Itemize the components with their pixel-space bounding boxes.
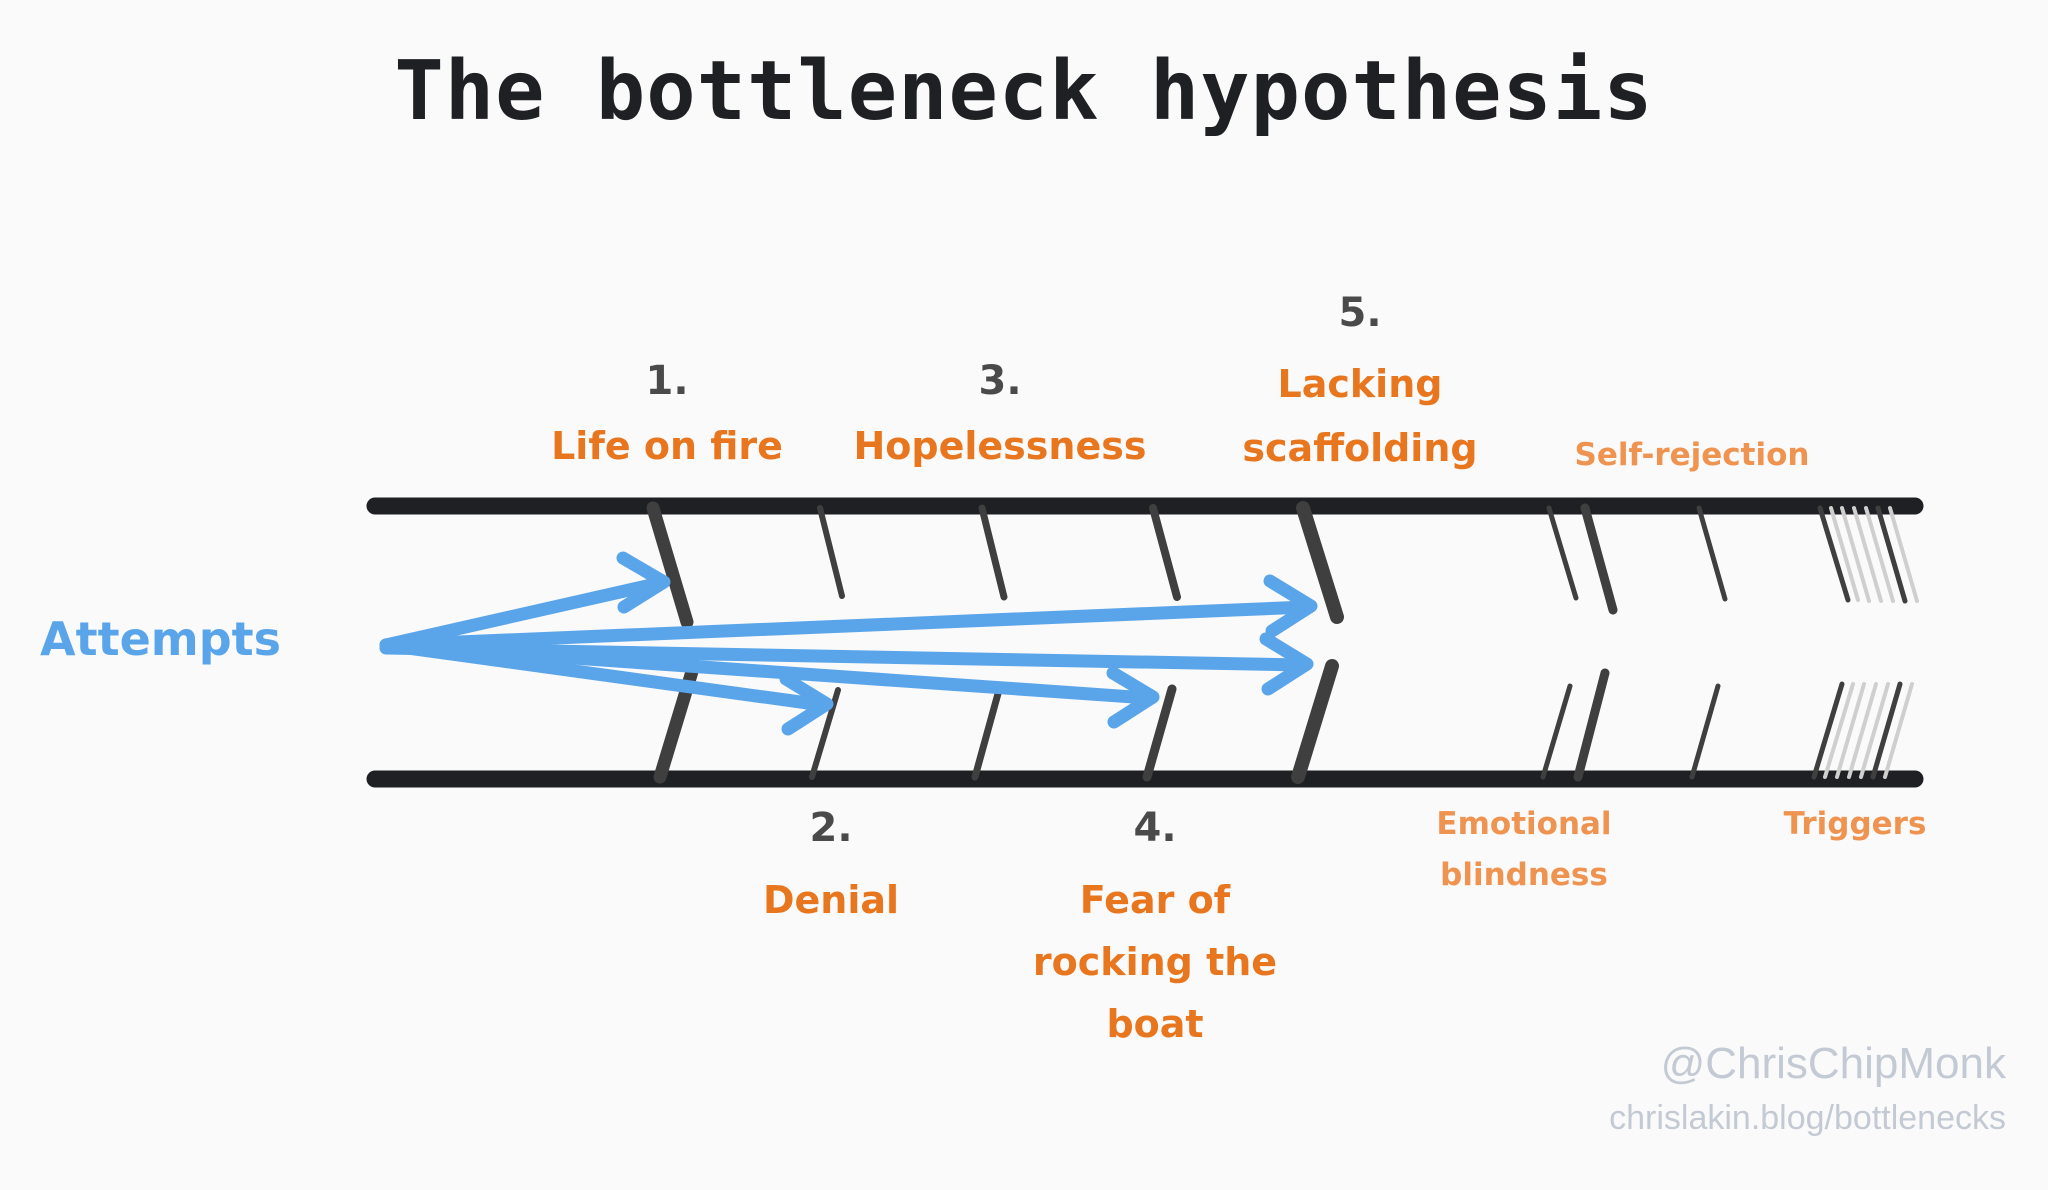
attempt-arrow-blocked-by-1 [379,551,671,652]
barrier-cluster-top-4 [1852,506,1883,603]
barrier-emotional-blindness-b [1573,668,1610,782]
barrier-self-rejection-a [1546,505,1579,601]
barrier-self-rejection-b [1580,503,1618,615]
barrier-4-fear-of-rocking-the-boat [971,686,1003,781]
barrier-3-hopelessness [978,504,1008,601]
channel-rails [366,497,1924,788]
barrier-cluster-bottom-1 [1811,681,1845,780]
barrier-cluster-top-5 [1864,506,1895,603]
barrier-cluster-bottom-3 [1835,682,1866,779]
barrier-cluster-bottom-6 [1870,681,1903,780]
barrier-minor-top-a [817,505,845,599]
barrier-cluster-bottom-2 [1823,682,1855,779]
barrier-cluster-bottom-7 [1883,682,1914,779]
barrier-5-lower-gate [1291,659,1339,784]
barrier-cluster-top-3 [1840,506,1871,603]
barrier-cluster-top-1 [1817,505,1851,603]
barrier-emotional-blindness-c [1689,683,1721,780]
barrier-minor-top-b [1149,504,1181,601]
attempt-arrow-blocked-by-5-lower [379,632,1314,696]
top-barriers [646,501,1919,629]
barrier-minor-bottom-b [1142,684,1177,782]
barrier-self-rejection-c [1696,505,1728,602]
barrier-emotional-blindness-a [1540,683,1573,780]
barrier-cluster-top-7 [1888,506,1919,603]
barrier-cluster-top-2 [1829,506,1860,602]
barrier-1-life-on-fire [646,501,694,629]
barrier-cluster-bottom-4 [1847,682,1878,779]
bottom-barriers [653,658,1914,784]
barrier-minor-bottom-a [809,687,841,780]
barrier-cluster-bottom-5 [1859,682,1890,779]
barrier-cluster-top-6 [1875,505,1908,604]
attempt-arrow-blocked-by-5-upper [379,574,1318,652]
attempt-arrows [379,551,1318,736]
barrier-5-lacking-scaffolding [1296,501,1344,624]
